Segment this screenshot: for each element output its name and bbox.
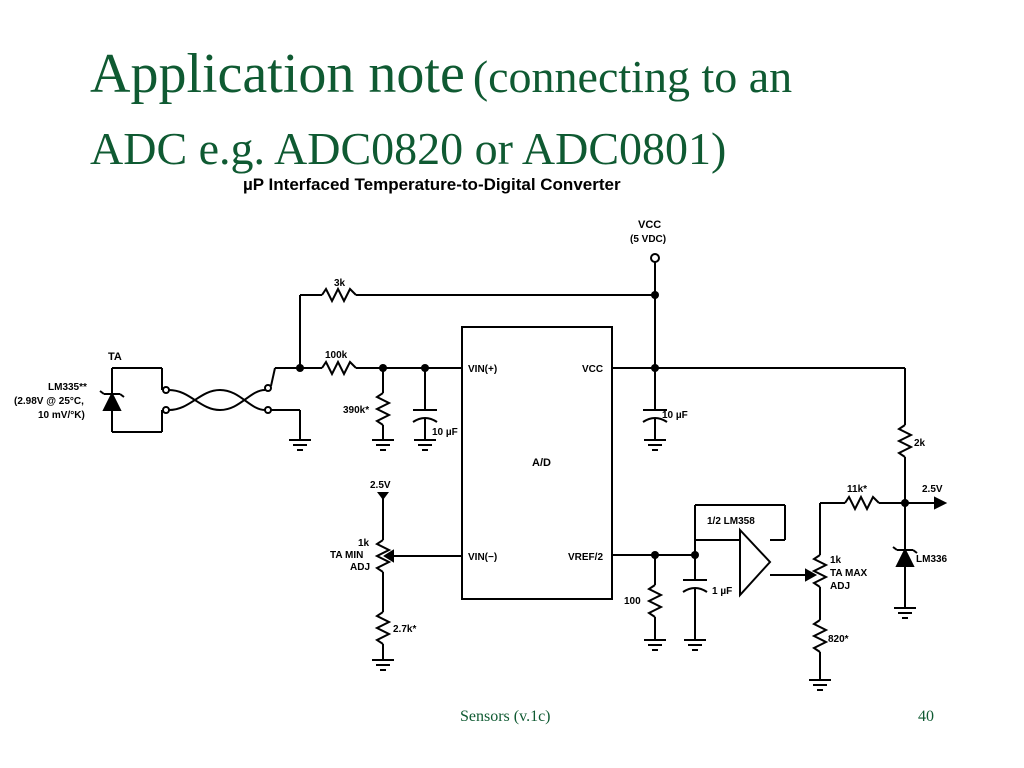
resistor-100k <box>321 359 357 377</box>
vcc-pin: VCC <box>582 364 603 375</box>
ref-2-5v-left: 2.5V <box>370 480 391 491</box>
vref-pin: VREF/2 <box>568 552 603 563</box>
pot-max-name: TA MAX <box>830 568 868 579</box>
ref-2-5v-right: 2.5V <box>922 484 943 495</box>
footer-source: Sensors (v.1c) <box>460 708 551 725</box>
resistor-2-7k <box>374 611 392 645</box>
adc-label: A/D <box>532 457 551 469</box>
adc-chip <box>461 326 613 600</box>
label-10uf-left: 10 µF <box>432 427 458 438</box>
label-10uf-right: 10 µF <box>662 410 688 421</box>
lm335-note-1: (2.98V @ 25°C, <box>14 396 84 407</box>
lm335-label: LM335** <box>48 382 87 393</box>
resistor-100 <box>646 584 664 618</box>
diagram-heading: µP Interfaced Temperature-to-Digital Con… <box>243 175 621 194</box>
resistor-11k <box>844 494 880 512</box>
label-2k: 2k <box>914 438 926 449</box>
vcc-label: VCC <box>638 219 661 231</box>
label-2-7k: 2.7k* <box>393 624 416 635</box>
lm336-diode-icon <box>895 547 915 567</box>
opamp-icon <box>739 527 772 598</box>
vcc-terminal-icon <box>650 253 660 263</box>
lm335-diode-icon <box>102 391 122 411</box>
vin-plus-pin: VIN(+) <box>468 364 497 375</box>
lm336-label: LM336 <box>916 554 948 565</box>
slide-title: Application note (connecting to an ADC e… <box>90 40 990 183</box>
resistor-820 <box>811 619 829 653</box>
pot-max-value: 1k <box>830 555 842 566</box>
vin-minus-pin: VIN(−) <box>468 552 497 563</box>
pot-min-value: 1k <box>358 538 370 549</box>
label-100k: 100k <box>325 350 348 361</box>
title-line2: ADC e.g. ADC0820 or ADC0801) <box>90 123 727 174</box>
pot-min-adj: ADJ <box>350 562 370 573</box>
pot-ta-max <box>811 554 829 588</box>
label-390k: 390k* <box>343 405 369 416</box>
resistor-3k <box>321 286 357 304</box>
lm335-note-2: 10 mV/°K) <box>38 410 85 421</box>
label-11k: 11k* <box>847 484 867 495</box>
page-number: 40 <box>918 708 934 725</box>
resistor-2k <box>896 424 914 458</box>
pot-ta-min <box>374 539 392 573</box>
vcc-value: (5 VDC) <box>630 234 666 245</box>
label-820: 820* <box>828 634 849 645</box>
label-1uf: 1 µF <box>712 586 732 597</box>
label-3k: 3k <box>334 278 346 289</box>
resistor-390k <box>374 392 392 426</box>
title-main: Application note <box>90 43 465 105</box>
label-100: 100 <box>624 596 641 607</box>
title-sub: (connecting to an <box>472 51 793 102</box>
pot-max-adj: ADJ <box>830 581 850 592</box>
ta-label: TA <box>108 351 122 363</box>
opamp-label: 1/2 LM358 <box>707 516 755 527</box>
pot-min-name: TA MIN <box>330 550 363 561</box>
